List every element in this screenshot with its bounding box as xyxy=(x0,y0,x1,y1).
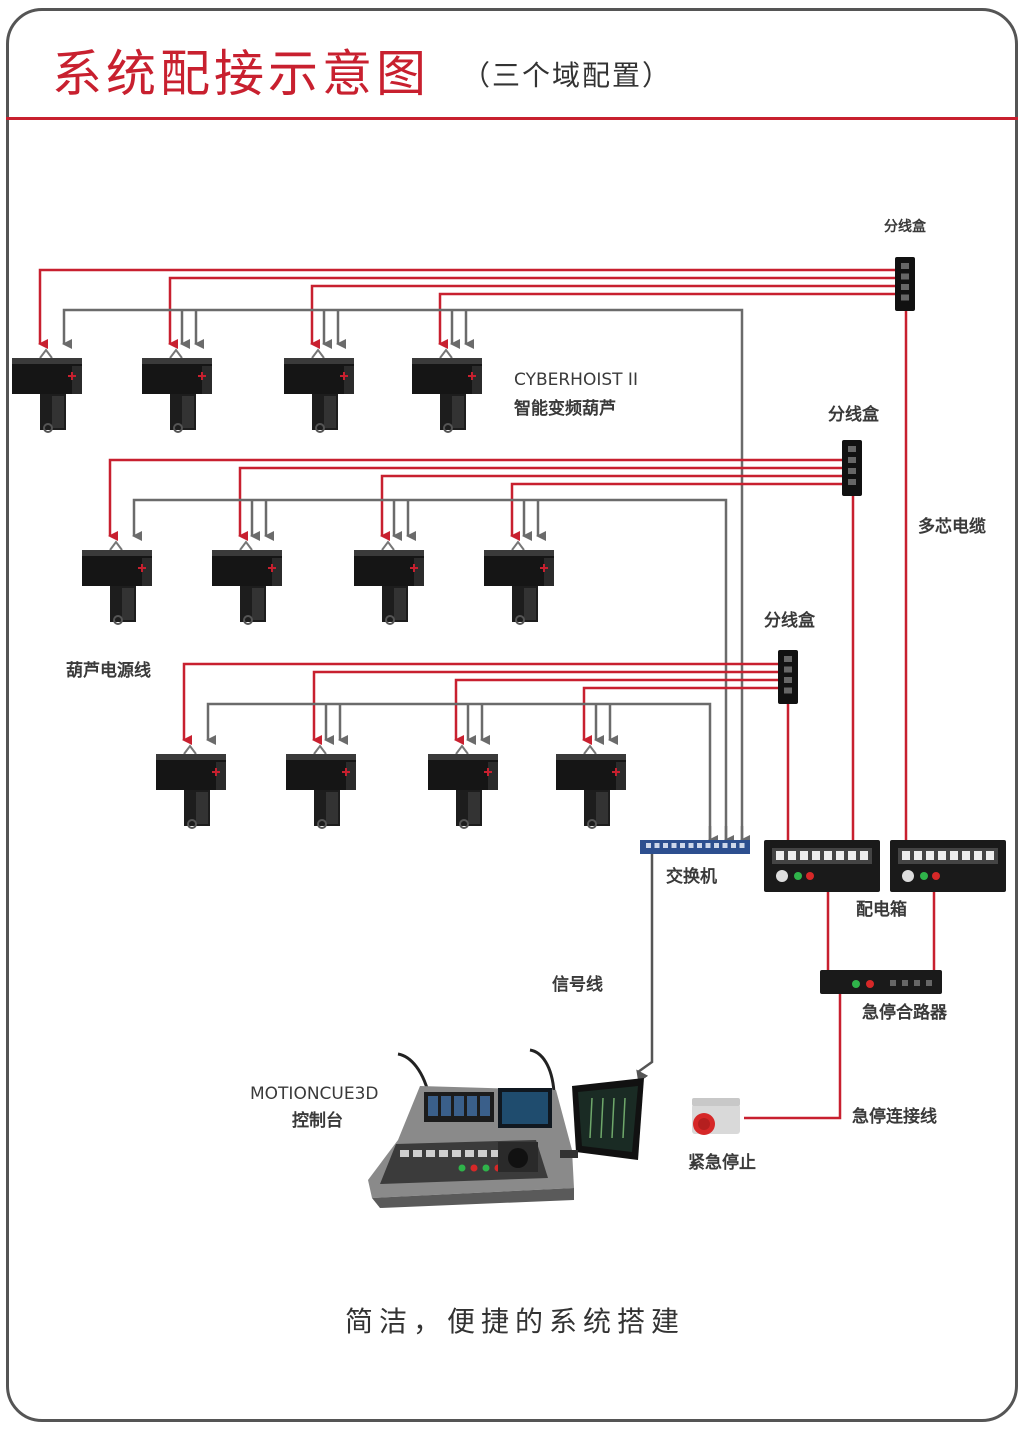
page-frame xyxy=(6,8,1018,1422)
hoist-power-cable-label: 葫芦电源线 xyxy=(66,661,151,681)
splitter-label-1: 分线盒 xyxy=(884,219,926,235)
power-distribution-box-1 xyxy=(764,840,880,892)
hoist-row3-4 xyxy=(556,744,626,829)
hoist-row1-2 xyxy=(142,348,212,433)
power-line-r2-1 xyxy=(108,458,842,541)
hoist-row3-3 xyxy=(428,744,498,829)
splitter-box-2 xyxy=(842,440,862,496)
hoist-name-cn: 智能变频葫芦 xyxy=(514,399,616,419)
signal-cable xyxy=(636,854,654,1083)
signal-bus-r3 xyxy=(206,702,712,840)
footer-tagline: 简洁，便捷的系统搭建 xyxy=(344,1305,685,1338)
motioncue3d-console xyxy=(368,1048,644,1208)
power-line-r3-4 xyxy=(582,686,778,745)
hoist-row1-4 xyxy=(412,348,482,433)
page-subtitle: （三个域配置） xyxy=(462,59,673,92)
signal-cable-label: 信号线 xyxy=(552,975,603,995)
hoist-name-en: CYBERHOIST II xyxy=(514,370,638,390)
power-line-r1-1 xyxy=(38,268,895,349)
hoist-row2-3 xyxy=(354,540,424,625)
splitter-label-3: 分线盒 xyxy=(764,611,815,631)
power-line-r1-2 xyxy=(168,276,895,349)
splitter-label-2: 分线盒 xyxy=(828,405,879,425)
hoist-row3-1 xyxy=(156,744,226,829)
power-line-r1-3 xyxy=(310,284,895,349)
power-line-r1-4 xyxy=(438,292,895,349)
estop-cable-label: 急停连接线 xyxy=(852,1107,937,1127)
hoist-row2-4 xyxy=(484,540,554,625)
estop-cable xyxy=(744,994,842,1120)
hoist-row2-1 xyxy=(82,540,152,625)
hoist-row1-3 xyxy=(284,348,354,433)
power-line-r2-2 xyxy=(238,466,842,541)
network-switch xyxy=(640,840,750,854)
power-line-r2-3 xyxy=(380,474,842,541)
power-line-r3-2 xyxy=(312,670,778,745)
power-line-r2-4 xyxy=(510,482,842,541)
power-line-r3-3 xyxy=(454,678,778,745)
switch-label: 交换机 xyxy=(666,867,717,887)
console-name-en: MOTIONCUE3D xyxy=(250,1084,379,1104)
estop-combiner-label: 急停合路器 xyxy=(862,1003,947,1023)
console-name-cn: 控制台 xyxy=(292,1111,343,1131)
emergency-stop-button xyxy=(692,1098,740,1135)
multicore-cable-label: 多芯电缆 xyxy=(918,517,986,537)
splitter-box-3 xyxy=(778,650,798,704)
power-box-label: 配电箱 xyxy=(856,900,907,920)
signal-bus-r1 xyxy=(62,308,744,840)
emergency-stop-label: 紧急停止 xyxy=(688,1153,756,1173)
title-divider xyxy=(6,117,1018,120)
power-distribution-box-2 xyxy=(890,840,1006,892)
devices xyxy=(12,257,1006,1208)
wires xyxy=(38,268,936,1120)
hoist-row2-2 xyxy=(212,540,282,625)
hoist-row3-2 xyxy=(286,744,356,829)
splitter-box-1 xyxy=(895,257,915,311)
signal-bus-r2 xyxy=(132,498,728,840)
power-line-r3-1 xyxy=(182,662,778,745)
estop-combiner xyxy=(820,970,942,994)
page-title: 系统配接示意图 xyxy=(52,45,430,103)
hoist-row1-1 xyxy=(12,348,82,433)
